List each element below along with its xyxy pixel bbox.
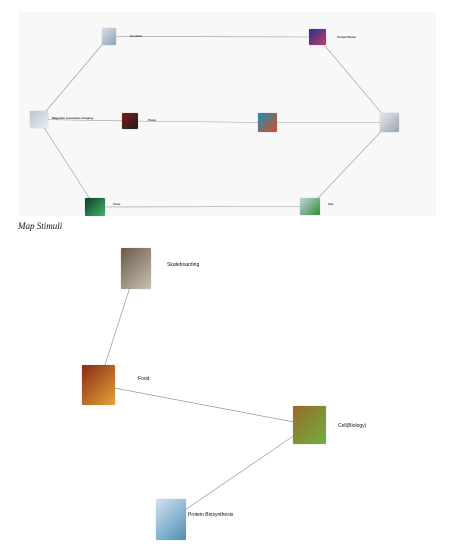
iran-flag-photo [300,198,320,215]
mri-machine-photo [30,111,48,128]
protein-synthesis-diagram [156,499,186,540]
node-title: Food [138,376,150,382]
link-b3-b4 [170,424,310,520]
virus-photo [85,198,105,216]
map-a-links [38,36,390,208]
us-map-photo [309,29,326,45]
figure-caption: Map Stimuli [18,221,63,231]
cell-illustration [293,406,326,444]
node-title: Virus [113,202,121,206]
flower-field-photo [258,113,277,132]
hospital-building-photo [102,28,116,45]
node-title: Magnetic resonance imaging [52,116,94,120]
skier-photo [380,113,399,132]
map-a-panel: Hospital United States Magnetic resonanc… [18,12,436,216]
link-a3-a4 [38,119,131,122]
link-a3-a1 [38,36,110,120]
map-b-panel: Skateboarding Food Cell(Biology) Protein… [60,240,390,540]
link-a8-a6 [309,122,390,207]
link-a4-a5 [129,120,268,123]
food-bowls-photo [82,365,115,405]
link-b2-b3 [98,384,310,426]
node-title: Hospital [130,34,142,38]
node-title: Protein Biosynthesis [188,512,234,518]
link-a2-a6 [317,36,390,123]
node-title: United States [337,35,357,39]
food-photo [122,113,138,129]
link-a1-a2 [108,36,318,38]
skateboarding-photo [121,248,151,289]
node-title: Pasta [148,118,157,122]
node-title: Cell(Biology) [338,423,367,429]
link-a7-a8 [94,206,311,208]
link-a3-a7 [38,119,96,208]
node-title: Iran [328,202,334,206]
node-title: Skateboarding [167,262,200,268]
